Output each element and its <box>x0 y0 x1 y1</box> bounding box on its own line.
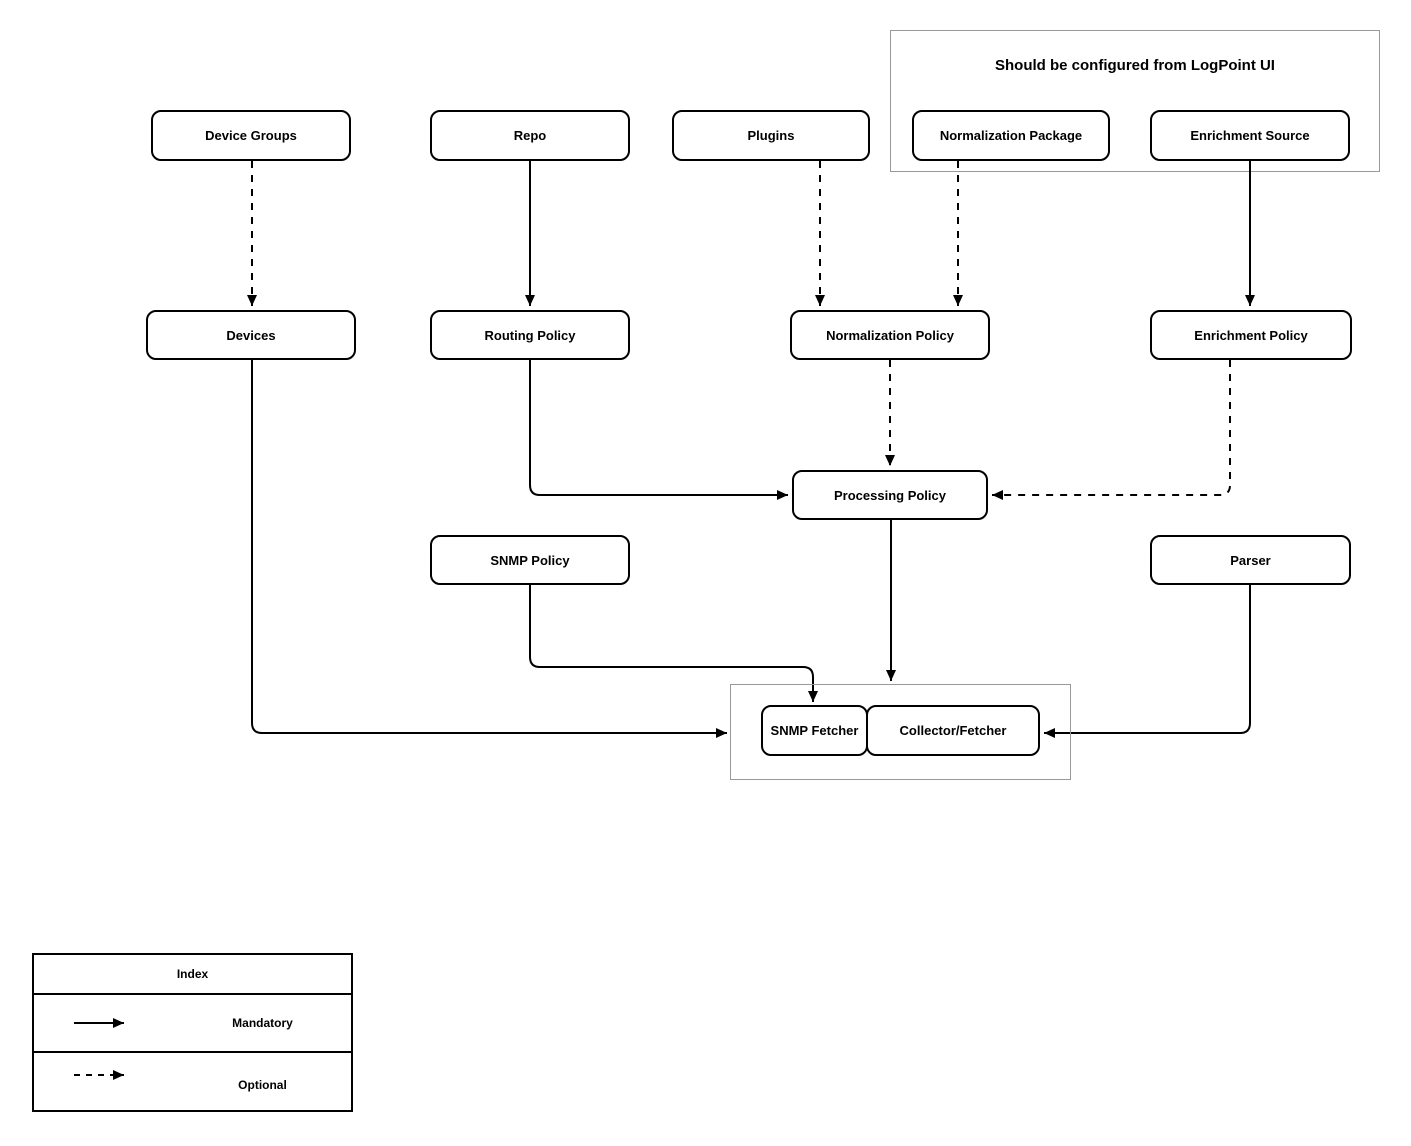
node-processing-policy: Processing Policy <box>792 470 988 520</box>
node-repo: Repo <box>430 110 630 161</box>
legend: Index Mandatory Optional <box>32 953 353 1112</box>
node-enrichment-policy: Enrichment Policy <box>1150 310 1352 360</box>
node-collector-fetcher: Collector/Fetcher <box>866 705 1040 756</box>
fetcher-cluster-box <box>730 684 1071 780</box>
node-normalization-package: Normalization Package <box>912 110 1110 161</box>
node-device-groups: Device Groups <box>151 110 351 161</box>
legend-row-mandatory: Mandatory <box>34 995 351 1053</box>
legend-title-row: Index <box>34 955 351 995</box>
node-enrichment-source: Enrichment Source <box>1150 110 1350 161</box>
node-normalization-policy: Normalization Policy <box>790 310 990 360</box>
optional-arrow-icon <box>74 1069 124 1080</box>
legend-title: Index <box>176 967 209 981</box>
legend-label-mandatory: Mandatory <box>232 1016 293 1030</box>
edge-snmp-policy-snmp-fetcher <box>529 585 818 702</box>
node-plugins: Plugins <box>672 110 870 161</box>
logpoint-ui-group-title: Should be configured from LogPoint UI <box>995 57 1275 74</box>
legend-label-optional: Optional <box>238 1077 287 1092</box>
node-snmp-fetcher: SNMP Fetcher <box>761 705 868 756</box>
node-routing-policy: Routing Policy <box>430 310 630 360</box>
edge-enrichment-policy-processing-policy <box>992 360 1231 500</box>
legend-row-optional: Optional <box>34 1053 351 1110</box>
node-parser: Parser <box>1150 535 1351 585</box>
node-devices: Devices <box>146 310 356 360</box>
node-snmp-policy: SNMP Policy <box>430 535 630 585</box>
edge-routing-policy-processing-policy <box>529 360 788 500</box>
mandatory-arrow-icon <box>74 1018 124 1028</box>
edge-devices-snmp-fetcher <box>251 360 727 738</box>
edge-parser-collector-fetcher <box>1044 585 1251 738</box>
